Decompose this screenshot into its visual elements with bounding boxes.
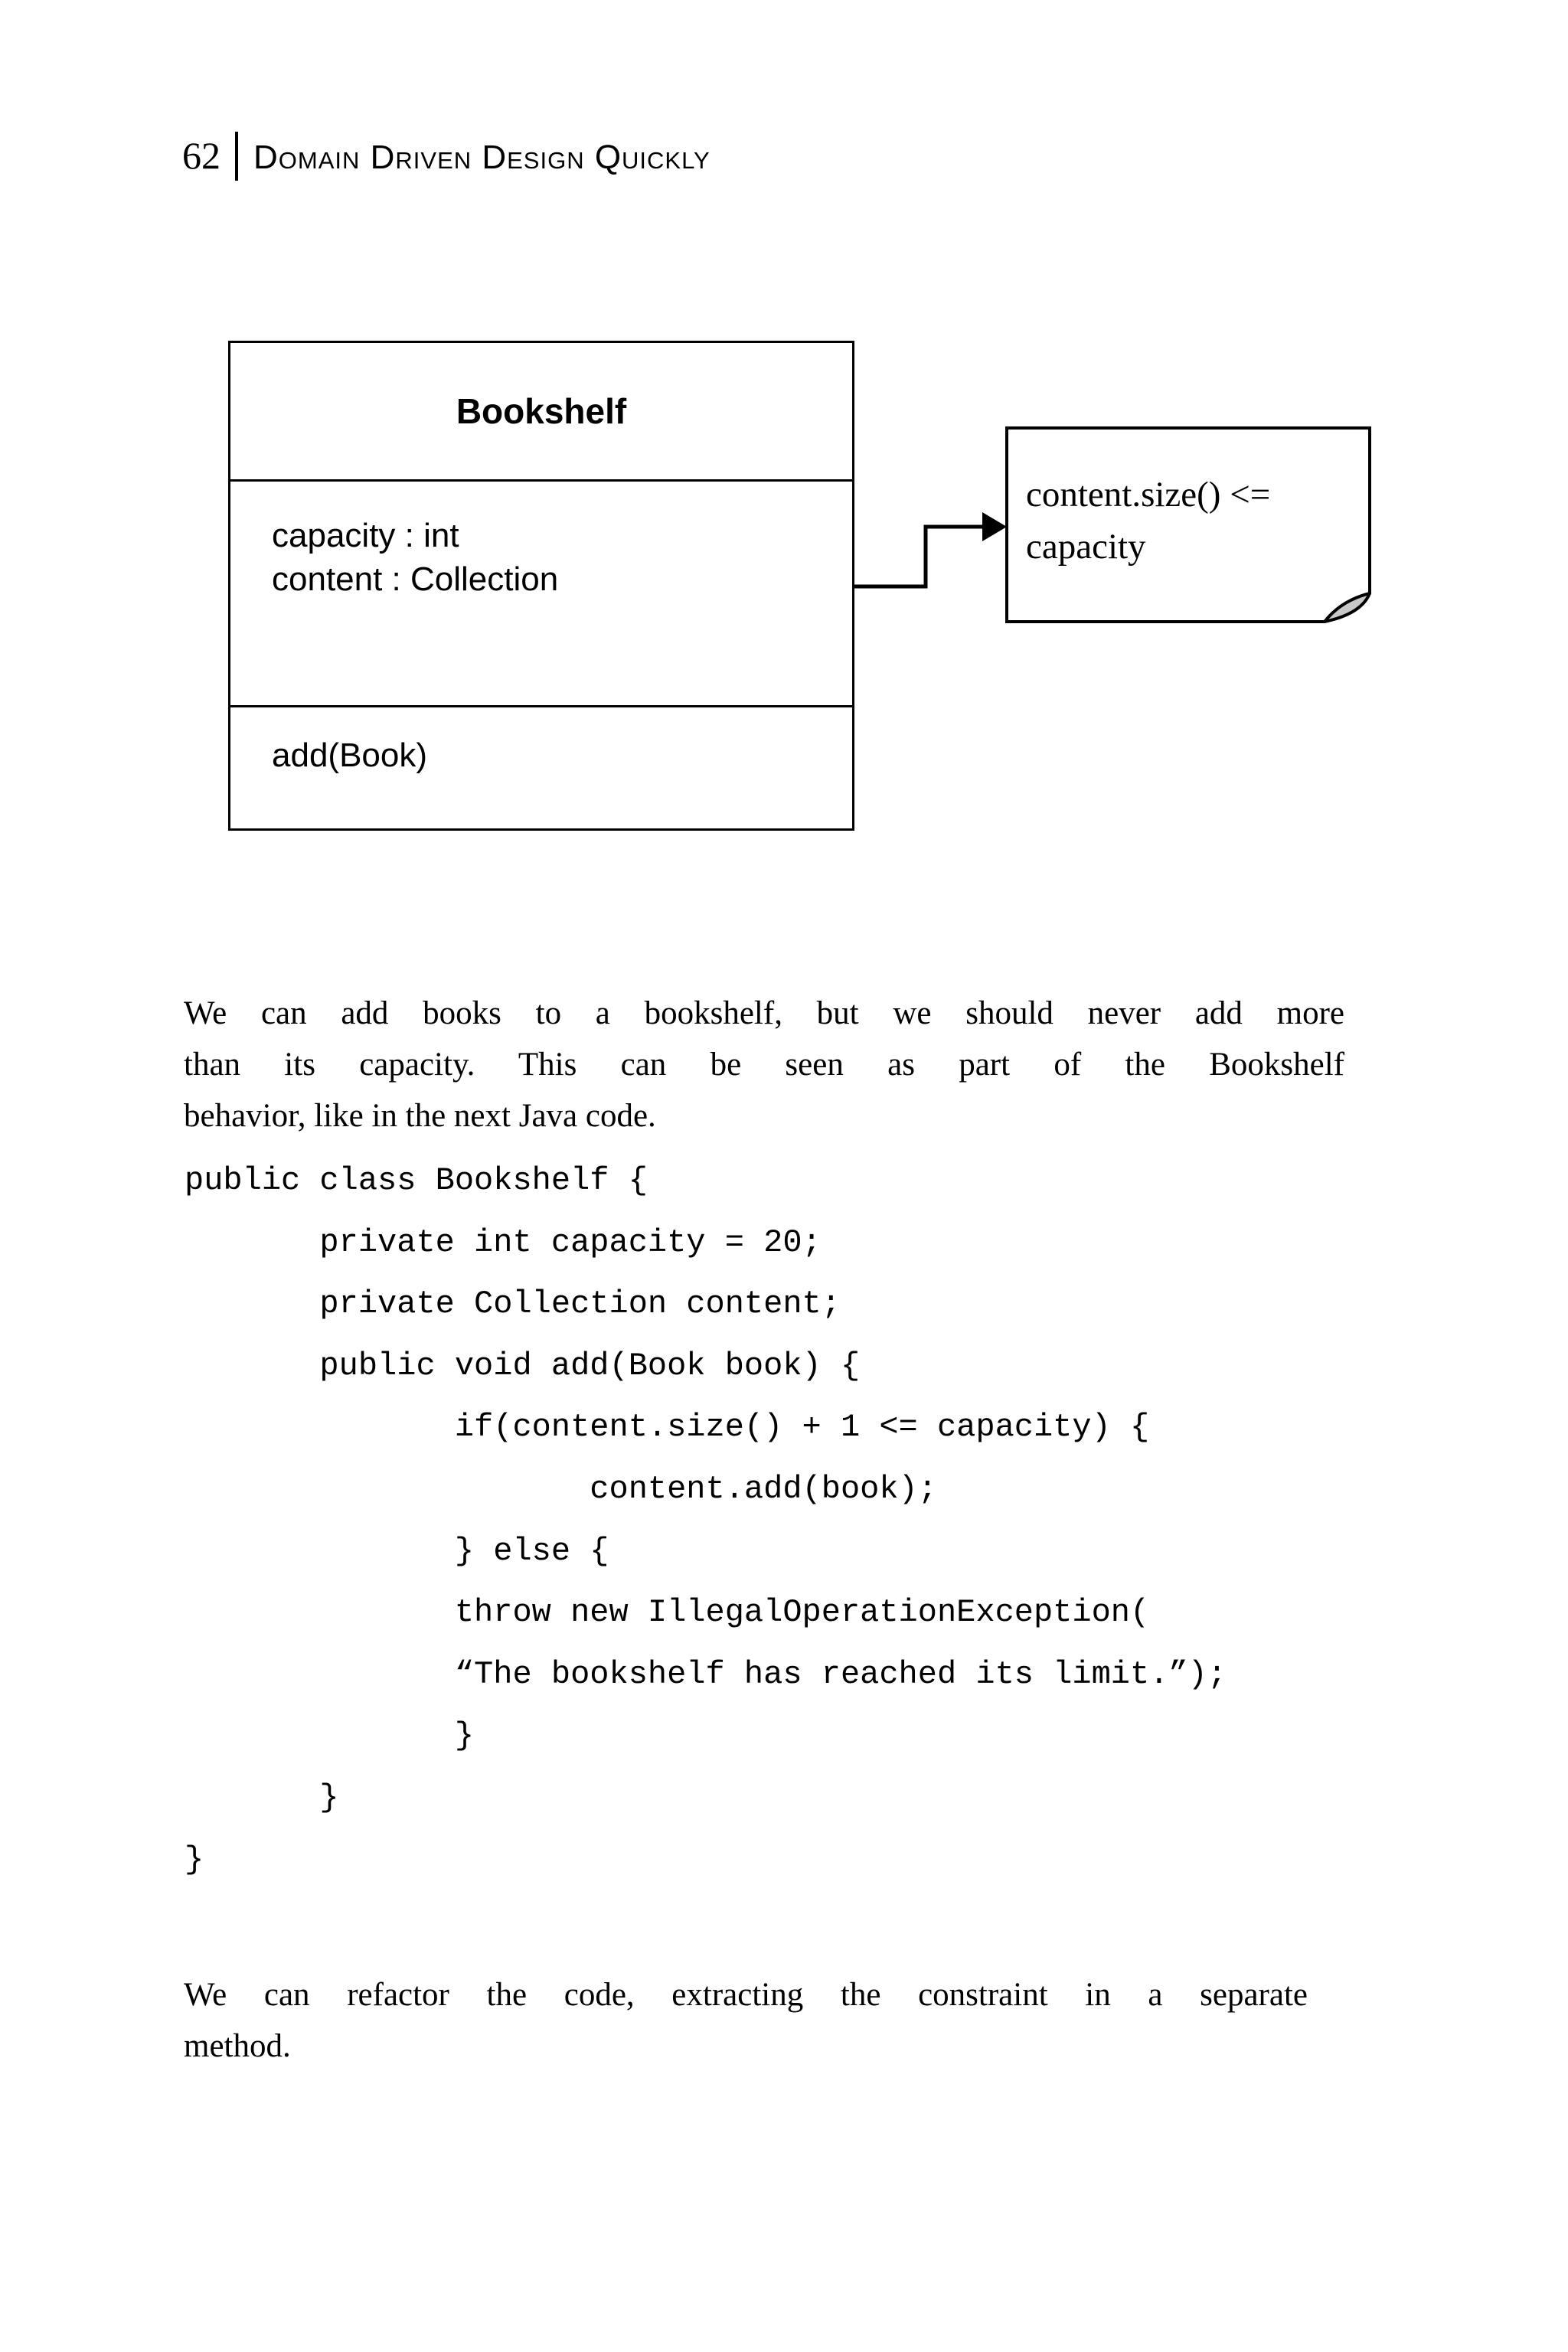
class-operation-add: add(Book) — [272, 737, 428, 774]
code-line: public void add(Book book) { — [185, 1347, 861, 1384]
uml-class-box: Bookshelf capacity : int content : Colle… — [228, 341, 854, 831]
page-number: 62 — [182, 134, 220, 177]
code-line: } — [185, 1717, 475, 1755]
connector-line — [854, 524, 993, 589]
code-line: private Collection content; — [185, 1285, 841, 1323]
code-line: throw new IllegalOperationException( — [185, 1594, 1150, 1632]
paragraph-line: than its capacity. This can be seen as p… — [184, 1047, 1344, 1083]
book-title: Domain Driven Design Quickly — [253, 139, 710, 176]
paragraph-intro: We can add books to a bookshelf, but we … — [184, 988, 1344, 1142]
paragraph-line: method. — [184, 2028, 291, 2064]
connector-arrowhead — [982, 512, 1007, 541]
code-line: if(content.size() + 1 <= capacity) { — [185, 1409, 1150, 1446]
class-name: Bookshelf — [456, 391, 627, 431]
paragraph-line: We can refactor the code, extracting the… — [184, 1977, 1308, 2013]
header-divider — [235, 132, 238, 181]
paragraph-outro: We can refactor the code, extracting the… — [184, 1969, 1308, 2072]
code-line: } — [185, 1841, 204, 1878]
code-line: “The bookshelf has reached its limit.”); — [185, 1655, 1227, 1693]
paragraph-line: behavior, like in the next Java code. — [184, 1098, 656, 1134]
code-line: } else { — [185, 1532, 609, 1570]
paragraph-line: We can add books to a bookshelf, but we … — [184, 995, 1344, 1031]
note-connector-svg — [854, 426, 1371, 623]
class-attribute-content: content : Collection — [272, 560, 559, 598]
note-fold-corner — [1323, 592, 1371, 623]
class-attributes-compartment: capacity : int content : Collection — [230, 482, 852, 707]
code-line: } — [185, 1779, 339, 1816]
class-operations-compartment: add(Book) — [230, 707, 852, 828]
class-name-compartment: Bookshelf — [230, 343, 852, 482]
class-attribute-capacity: capacity : int — [272, 517, 459, 554]
java-code-block: public class Bookshelf { private int cap… — [185, 1150, 1227, 1890]
code-line: public class Bookshelf { — [185, 1162, 648, 1199]
code-line: content.add(book); — [185, 1470, 937, 1508]
uml-note-text: content.size() <= capacity — [1026, 475, 1271, 567]
code-line: private int capacity = 20; — [185, 1223, 822, 1261]
